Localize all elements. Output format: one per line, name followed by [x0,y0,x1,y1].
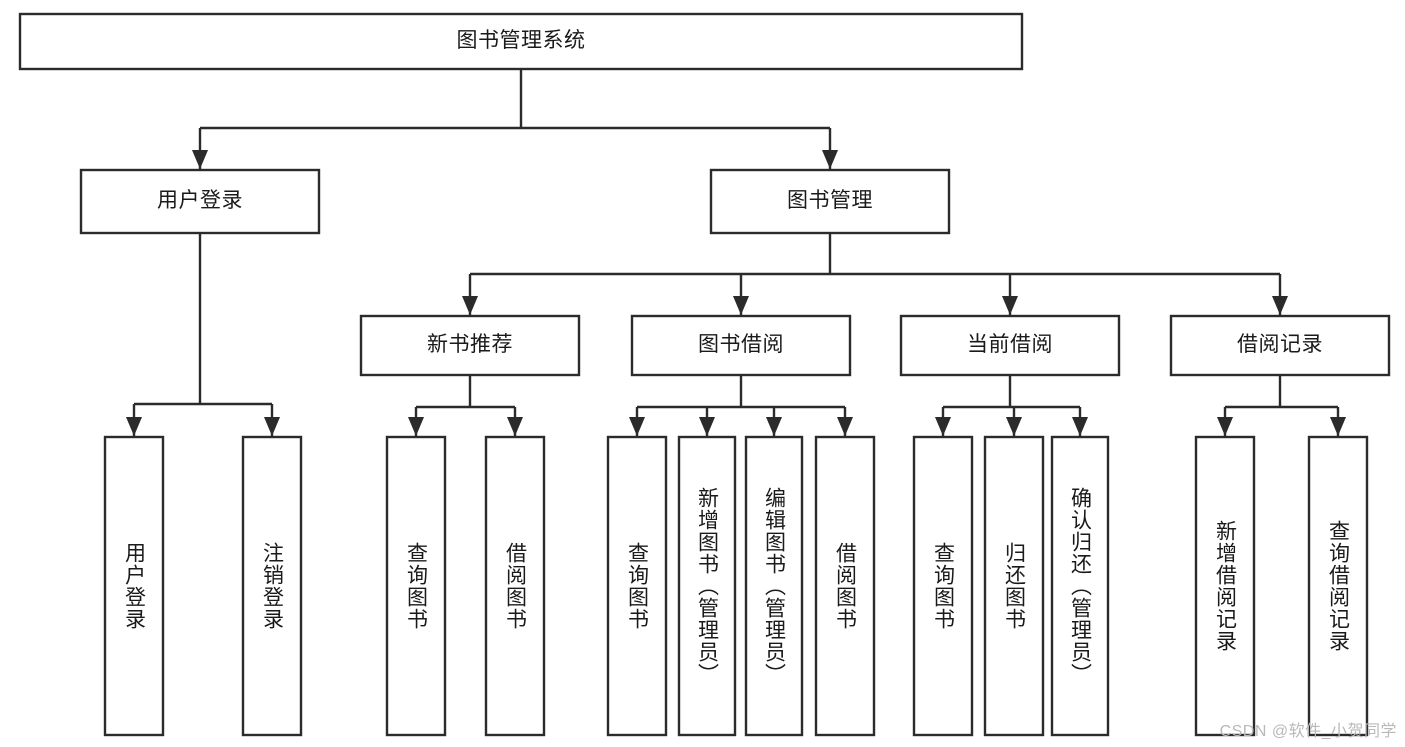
connector-arrow-icon [1002,296,1018,315]
node-box-leaf-borrow-book-rec[interactable] [484,435,546,737]
node-box-new-book-rec[interactable] [359,314,581,377]
connector-arrow-icon [1006,417,1022,436]
node-box-borrow-record[interactable] [1169,314,1391,377]
edges-layer [126,69,1346,436]
connector-arrow-icon [408,417,424,436]
node-box-root[interactable] [18,12,1024,71]
connector-arrow-icon [1330,417,1346,436]
node-box-leaf-return-book[interactable] [983,435,1045,737]
connector-arrow-icon [1272,296,1288,315]
connector-arrow-icon [699,417,715,436]
connector-arrow-icon [507,417,523,436]
connector-arrow-icon [462,296,478,315]
node-box-current-borrow[interactable] [899,314,1121,377]
connector-arrow-icon [264,417,280,436]
connector-arrow-icon [1072,417,1088,436]
node-box-book-manage[interactable] [709,168,951,235]
connector-arrow-icon [837,417,853,436]
node-box-leaf-add-book[interactable] [677,435,737,737]
boxes-layer [18,12,1391,737]
connector-arrow-icon [822,150,838,169]
node-box-leaf-user-login[interactable] [103,435,165,737]
connector-arrow-icon [126,417,142,436]
node-box-user-login[interactable] [79,168,321,235]
connector-arrow-icon [733,296,749,315]
node-box-leaf-confirm-return[interactable] [1050,435,1110,737]
connector-arrow-icon [766,417,782,436]
connector-arrow-icon [629,417,645,436]
node-box-leaf-query-book-cb[interactable] [912,435,974,737]
node-box-leaf-borrow-book-bb[interactable] [814,435,876,737]
connector-arrow-icon [192,150,208,169]
node-box-leaf-edit-book[interactable] [744,435,804,737]
node-box-book-borrow[interactable] [630,314,852,377]
node-box-leaf-add-record[interactable] [1194,435,1256,737]
node-box-leaf-query-book-rec[interactable] [385,435,447,737]
connector-arrow-icon [935,417,951,436]
node-box-leaf-logout[interactable] [241,435,303,737]
node-box-leaf-query-book-bb[interactable] [606,435,668,737]
connector-arrow-icon [1217,417,1233,436]
node-box-leaf-query-record[interactable] [1307,435,1369,737]
